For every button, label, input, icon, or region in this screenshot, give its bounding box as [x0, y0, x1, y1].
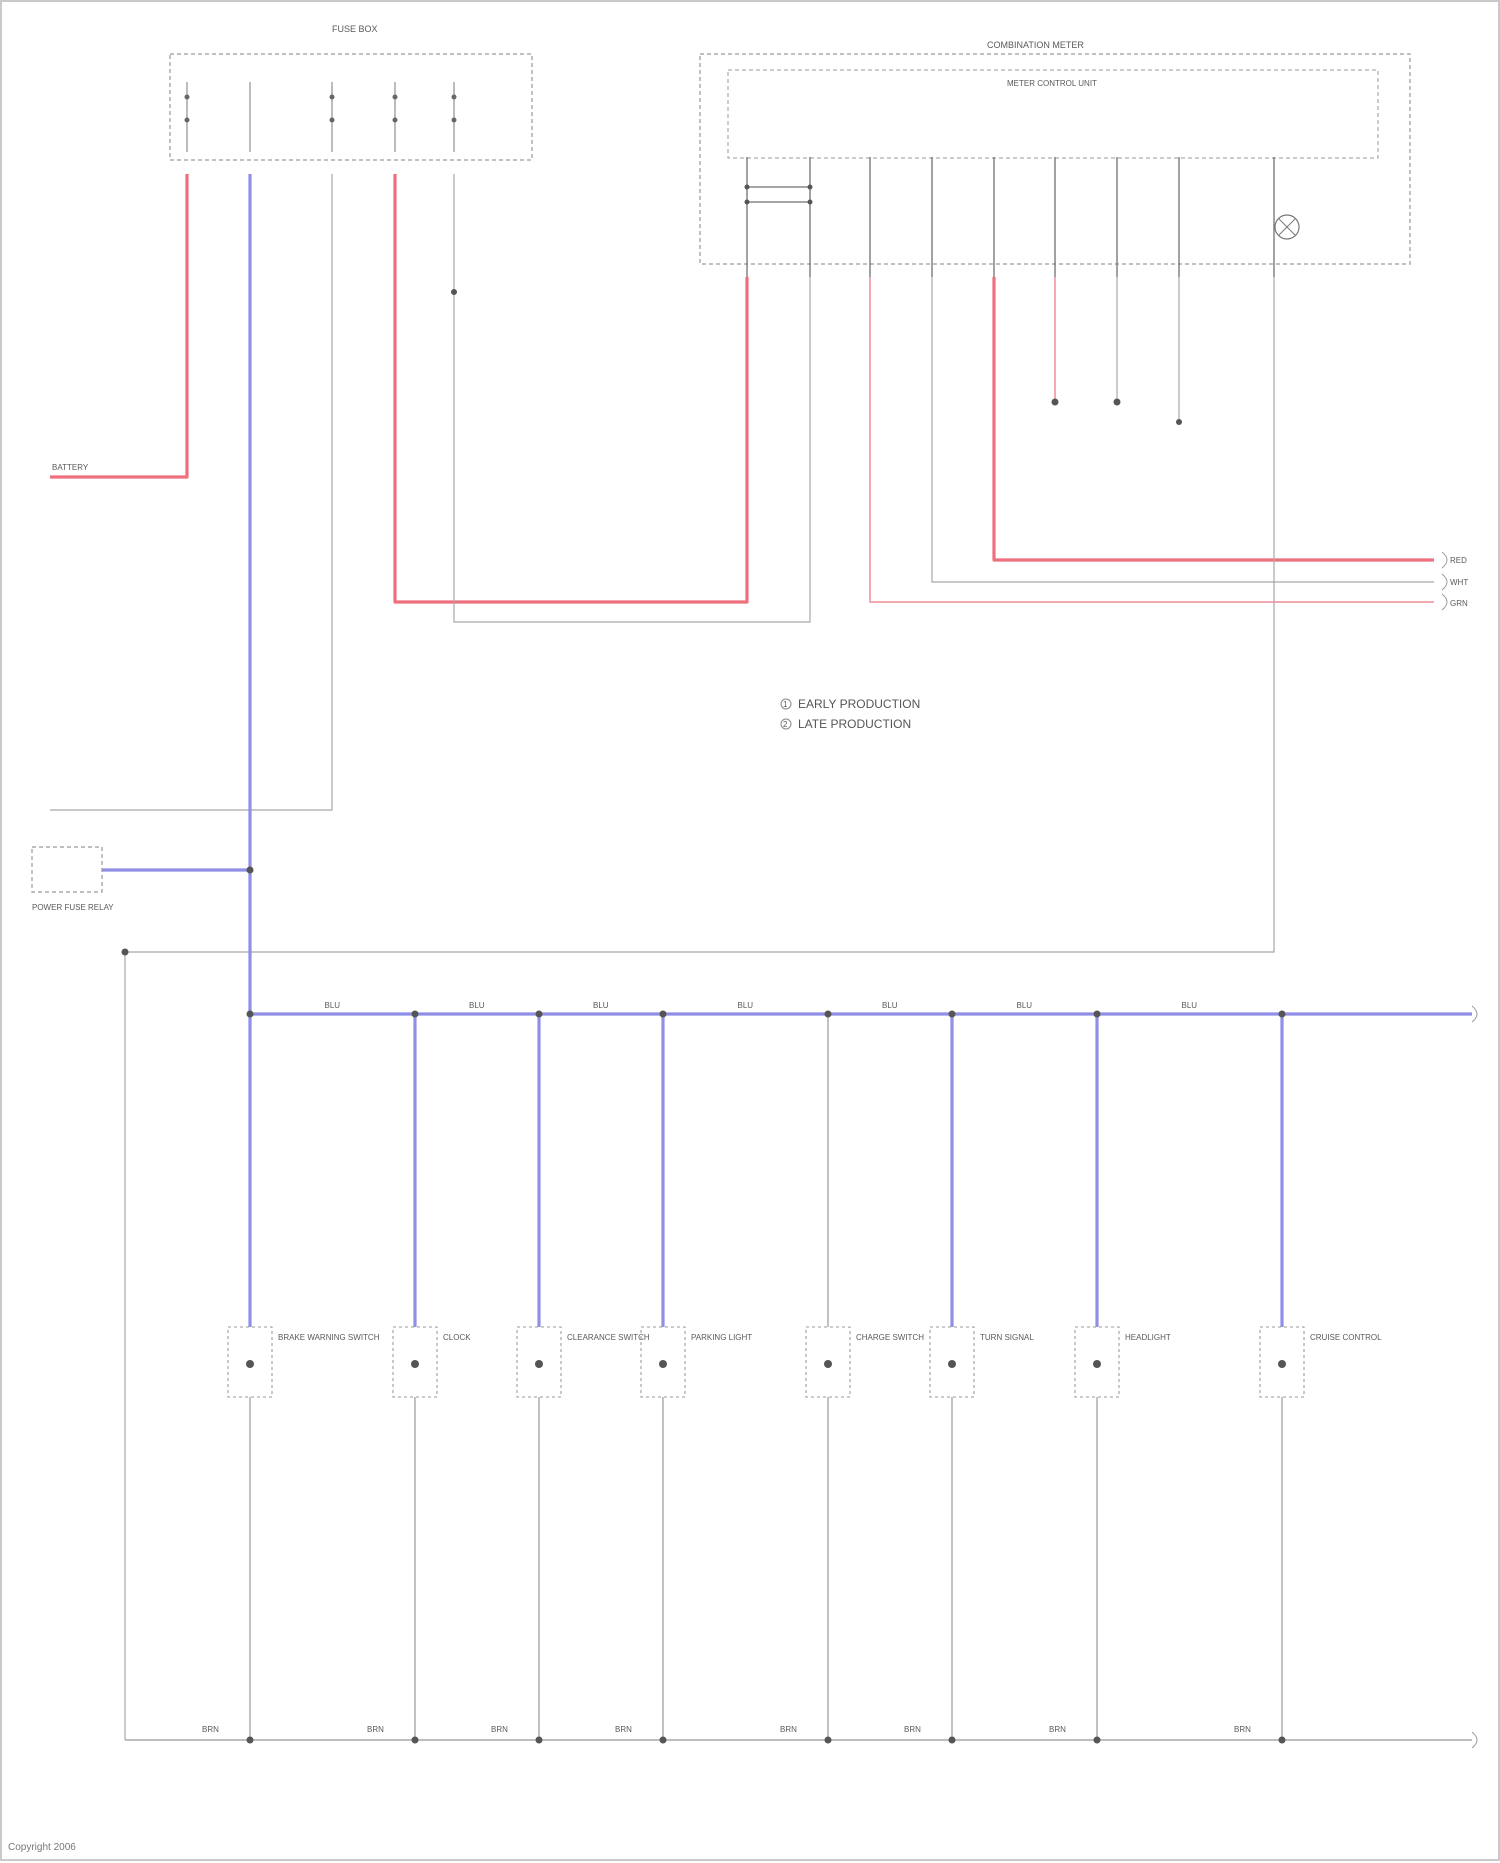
- component-label: TURN SIGNAL: [980, 1333, 1034, 1342]
- component-label: CLOCK: [443, 1333, 471, 1342]
- ground-junction: [536, 1737, 543, 1744]
- power-relay-box: [32, 847, 102, 892]
- component-terminal: [948, 1360, 956, 1368]
- ground-wire-label: BRN: [1049, 1725, 1066, 1734]
- bus-junction: [247, 1011, 254, 1018]
- bus-wire-label: BLU: [738, 1001, 754, 1010]
- svg-text:2: 2: [783, 720, 788, 729]
- bus-wire-label: BLU: [593, 1001, 609, 1010]
- svg-text:1: 1: [783, 700, 788, 709]
- legend-item-early: EARLY PRODUCTION: [798, 697, 920, 711]
- legend: 1 EARLY PRODUCTION 2 LATE PRODUCTION: [781, 697, 920, 731]
- ground-junction: [412, 1737, 419, 1744]
- component-terminal: [1278, 1360, 1286, 1368]
- bus-junction: [536, 1011, 543, 1018]
- combination-meter-label: COMBINATION METER: [987, 40, 1084, 50]
- ground-wire-label: BRN: [367, 1725, 384, 1734]
- component-terminal: [1093, 1360, 1101, 1368]
- fuse-box-label: FUSE BOX: [332, 24, 378, 34]
- component-label: CHARGE SWITCH: [856, 1333, 924, 1342]
- meter-control-label: METER CONTROL UNIT: [1007, 79, 1097, 88]
- ground-junction: [1094, 1737, 1101, 1744]
- ground-junction: [1279, 1737, 1286, 1744]
- bus-wire-label: BLU: [1017, 1001, 1033, 1010]
- ground-wire-label: BRN: [615, 1725, 632, 1734]
- ground-wire-label: BRN: [202, 1725, 219, 1734]
- component-terminal: [535, 1360, 543, 1368]
- ground-junction: [660, 1737, 667, 1744]
- battery-label: BATTERY: [52, 463, 89, 472]
- footer-copyright: Copyright 2006: [8, 1842, 76, 1853]
- bus-wire-label: BLU: [325, 1001, 341, 1010]
- component-label: HEADLIGHT: [1125, 1333, 1171, 1342]
- bus-junction: [1094, 1011, 1101, 1018]
- bus-junction: [660, 1011, 667, 1018]
- right-end-red: RED: [1450, 556, 1467, 565]
- bus-junction: [949, 1011, 956, 1018]
- component-label: BRAKE WARNING SWITCH: [278, 1333, 380, 1342]
- bus-wire-label: BLU: [882, 1001, 898, 1010]
- component-terminal: [411, 1360, 419, 1368]
- legend-item-late: LATE PRODUCTION: [798, 717, 911, 731]
- power-relay-label: POWER FUSE RELAY: [32, 903, 114, 912]
- bus-wire-label: BLU: [1182, 1001, 1198, 1010]
- ground-junction: [949, 1737, 956, 1744]
- component-terminal: [659, 1360, 667, 1368]
- ground-junction: [825, 1737, 832, 1744]
- component-terminal: [824, 1360, 832, 1368]
- ground-wire-label: BRN: [904, 1725, 921, 1734]
- right-end-wht: WHT: [1450, 578, 1468, 587]
- bus-junction: [1279, 1011, 1286, 1018]
- component-label: CRUISE CONTROL: [1310, 1333, 1382, 1342]
- ground-junction: [247, 1737, 254, 1744]
- component-label: PARKING LIGHT: [691, 1333, 752, 1342]
- ground-wire-label: BRN: [1234, 1725, 1251, 1734]
- fuse-to-meter-wire: [395, 174, 747, 602]
- ground-wire-label: BRN: [491, 1725, 508, 1734]
- meter-pink-out-wire: [870, 277, 1434, 602]
- fuse-box-outline: [170, 54, 532, 160]
- right-end-grn: GRN: [1450, 599, 1468, 608]
- component-label: CLEARANCE SWITCH: [567, 1333, 650, 1342]
- bus-junction: [412, 1011, 419, 1018]
- bus-junction: [825, 1011, 832, 1018]
- component-terminal: [246, 1360, 254, 1368]
- ground-wire-label: BRN: [780, 1725, 797, 1734]
- bus-wire-label: BLU: [469, 1001, 485, 1010]
- meter-red-out-wire: [994, 277, 1434, 560]
- battery-feed-wire: [50, 174, 187, 477]
